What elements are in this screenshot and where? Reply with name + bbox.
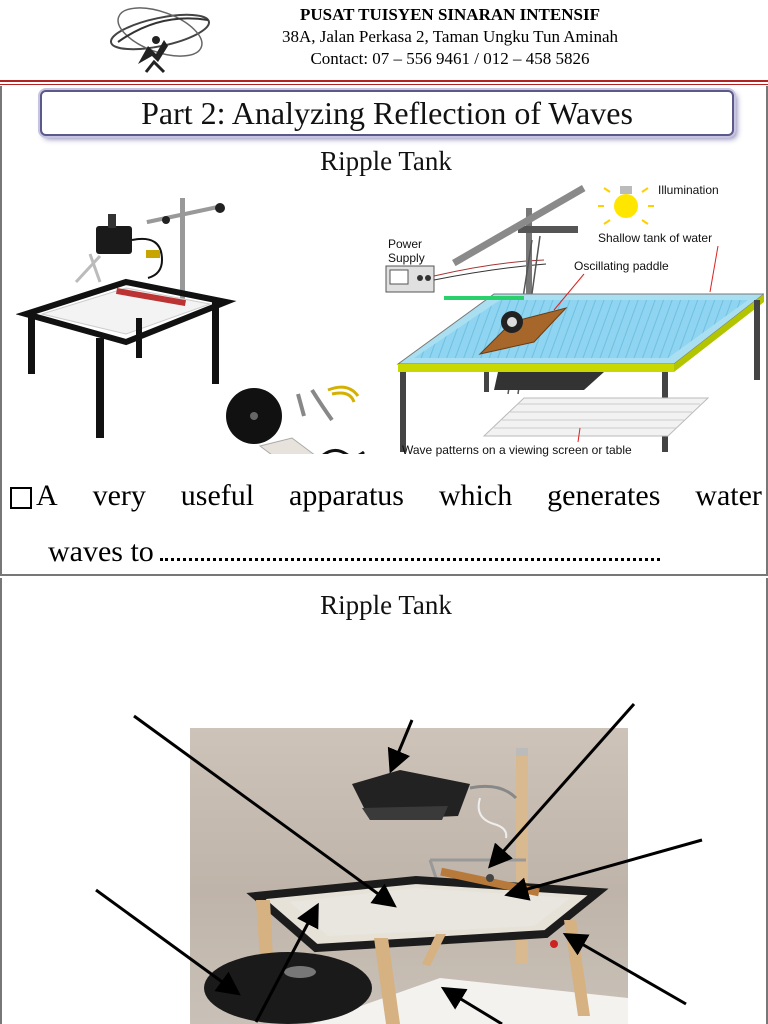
oscillating-paddle-label: Oscillating paddle [574, 259, 669, 273]
document-header: PUSAT TUISYEN SINARAN INTENSIF 38A, Jala… [0, 0, 768, 86]
bullet-line-2-text: waves to [48, 535, 154, 568]
checkbox-bullet-icon [10, 487, 32, 510]
arrow-3 [488, 703, 636, 869]
slide-title: Part 2: Analyzing Reflection of Waves [141, 95, 633, 131]
institution-name: PUSAT TUISYEN SINARAN INTENSIF [300, 5, 600, 24]
fill-in-blank[interactable] [159, 538, 660, 561]
ripple-tank-kit-image [16, 198, 365, 454]
shallow-tank-label: Shallow tank of water [598, 231, 712, 245]
bullet-word-2: very [92, 479, 146, 512]
bullet-item: A very useful apparatus which generates … [10, 474, 762, 572]
pointer-arrows [95, 703, 703, 1024]
lightbulb-icon [598, 186, 654, 225]
bullet-word-3: useful [180, 479, 255, 512]
bullet-word-6: generates [547, 479, 661, 512]
slide-2-subtitle: Ripple Tank [320, 590, 452, 620]
slide-2: Ripple Tank [0, 578, 768, 1024]
bullet-word-7: water [695, 479, 762, 512]
slide-title-box: Part 2: Analyzing Reflection of Waves [40, 90, 734, 136]
arrow-1 [133, 714, 397, 908]
bullet-word-4: apparatus [289, 479, 404, 512]
arrow-6 [254, 902, 319, 1023]
bullet-word-5: which [438, 479, 513, 512]
header-rule-thin [0, 84, 768, 85]
bullet-word-1: A [10, 479, 58, 513]
slide-subtitle: Ripple Tank [320, 146, 452, 176]
institution-address: 38A, Jalan Perkasa 2, Taman Ungku Tun Am… [281, 27, 619, 46]
bullet-line-1: A very useful apparatus which generates … [10, 474, 762, 518]
illumination-label: Illumination [658, 183, 719, 197]
arrow-8 [440, 986, 503, 1024]
arrow-4 [504, 838, 703, 901]
header-rule [0, 80, 768, 82]
bullet-line-2: waves to [48, 532, 762, 572]
arrow-2 [387, 719, 414, 774]
arrow-5 [95, 888, 241, 996]
logo-icon [110, 7, 210, 74]
institution-contact: Contact: 07 – 556 9461 / 012 – 458 5826 [310, 49, 590, 68]
wave-patterns-label: Wave patterns on a viewing screen or tab… [402, 443, 632, 457]
slide-1: Part 2: Analyzing Reflection of Waves Ri… [0, 86, 768, 576]
ripple-tank-photo [190, 728, 628, 1024]
arrow-7 [562, 933, 687, 1006]
